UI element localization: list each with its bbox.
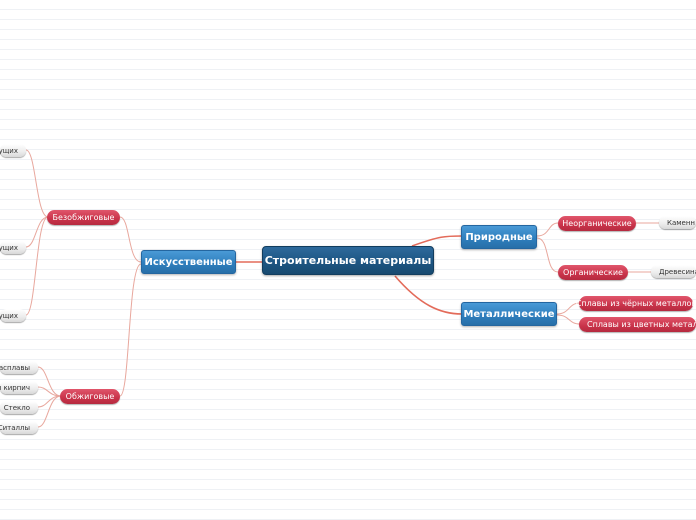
- leaf-unfired-3[interactable]: ущих: [0, 309, 26, 322]
- link-fired-leaf-3: [37, 395, 62, 408]
- link-fired-leaf-4: [37, 395, 62, 428]
- link-metallic-ferrous: [556, 302, 581, 315]
- link-unfired-leaf-2: [25, 216, 49, 248]
- link-unfired-leaf-1: [25, 149, 49, 218]
- link-artificial-fired: [119, 263, 142, 397]
- subtopic-organic[interactable]: Органические: [558, 265, 628, 280]
- link-natural-inorganic: [536, 222, 559, 237]
- link-artificial-unfired: [119, 216, 142, 263]
- leaf-glass[interactable]: Стекло: [0, 401, 38, 414]
- link-fired-leaf-1: [37, 366, 62, 397]
- leaf-unfired-2[interactable]: ущих: [0, 241, 26, 254]
- leaf-stone[interactable]: Каменн: [659, 216, 696, 229]
- leaf-unfired-1[interactable]: ущих: [0, 144, 26, 157]
- subtopic-inorganic[interactable]: Неорганические: [558, 216, 636, 231]
- link-central-metallic: [394, 275, 463, 315]
- subtopic-ferrous-alloys[interactable]: Сплавы из чёрных металлов: [576, 296, 696, 311]
- subtopic-unfired[interactable]: Безобжиговые: [47, 210, 120, 225]
- link-natural-organic: [536, 237, 559, 273]
- topic-natural[interactable]: Природные: [461, 225, 537, 249]
- subtopic-nonferrous-alloys[interactable]: Сплавы из цветных металлов: [579, 317, 696, 332]
- central-topic[interactable]: Строительные материалы: [262, 246, 434, 275]
- topic-artificial[interactable]: Искусственные: [141, 250, 236, 274]
- link-central-natural: [411, 235, 463, 247]
- leaf-wood[interactable]: Древесина: [651, 265, 696, 278]
- leaf-sitalls[interactable]: Ситаллы: [0, 421, 38, 434]
- leaf-melts[interactable]: расплавы: [0, 361, 38, 374]
- leaf-brick[interactable]: й кирпич: [0, 381, 38, 394]
- topic-metallic[interactable]: Металлические: [461, 302, 557, 326]
- subtopic-fired[interactable]: Обжиговые: [60, 389, 120, 404]
- link-unfired-leaf-3: [25, 216, 49, 316]
- link-metallic-nonferrous: [556, 314, 581, 325]
